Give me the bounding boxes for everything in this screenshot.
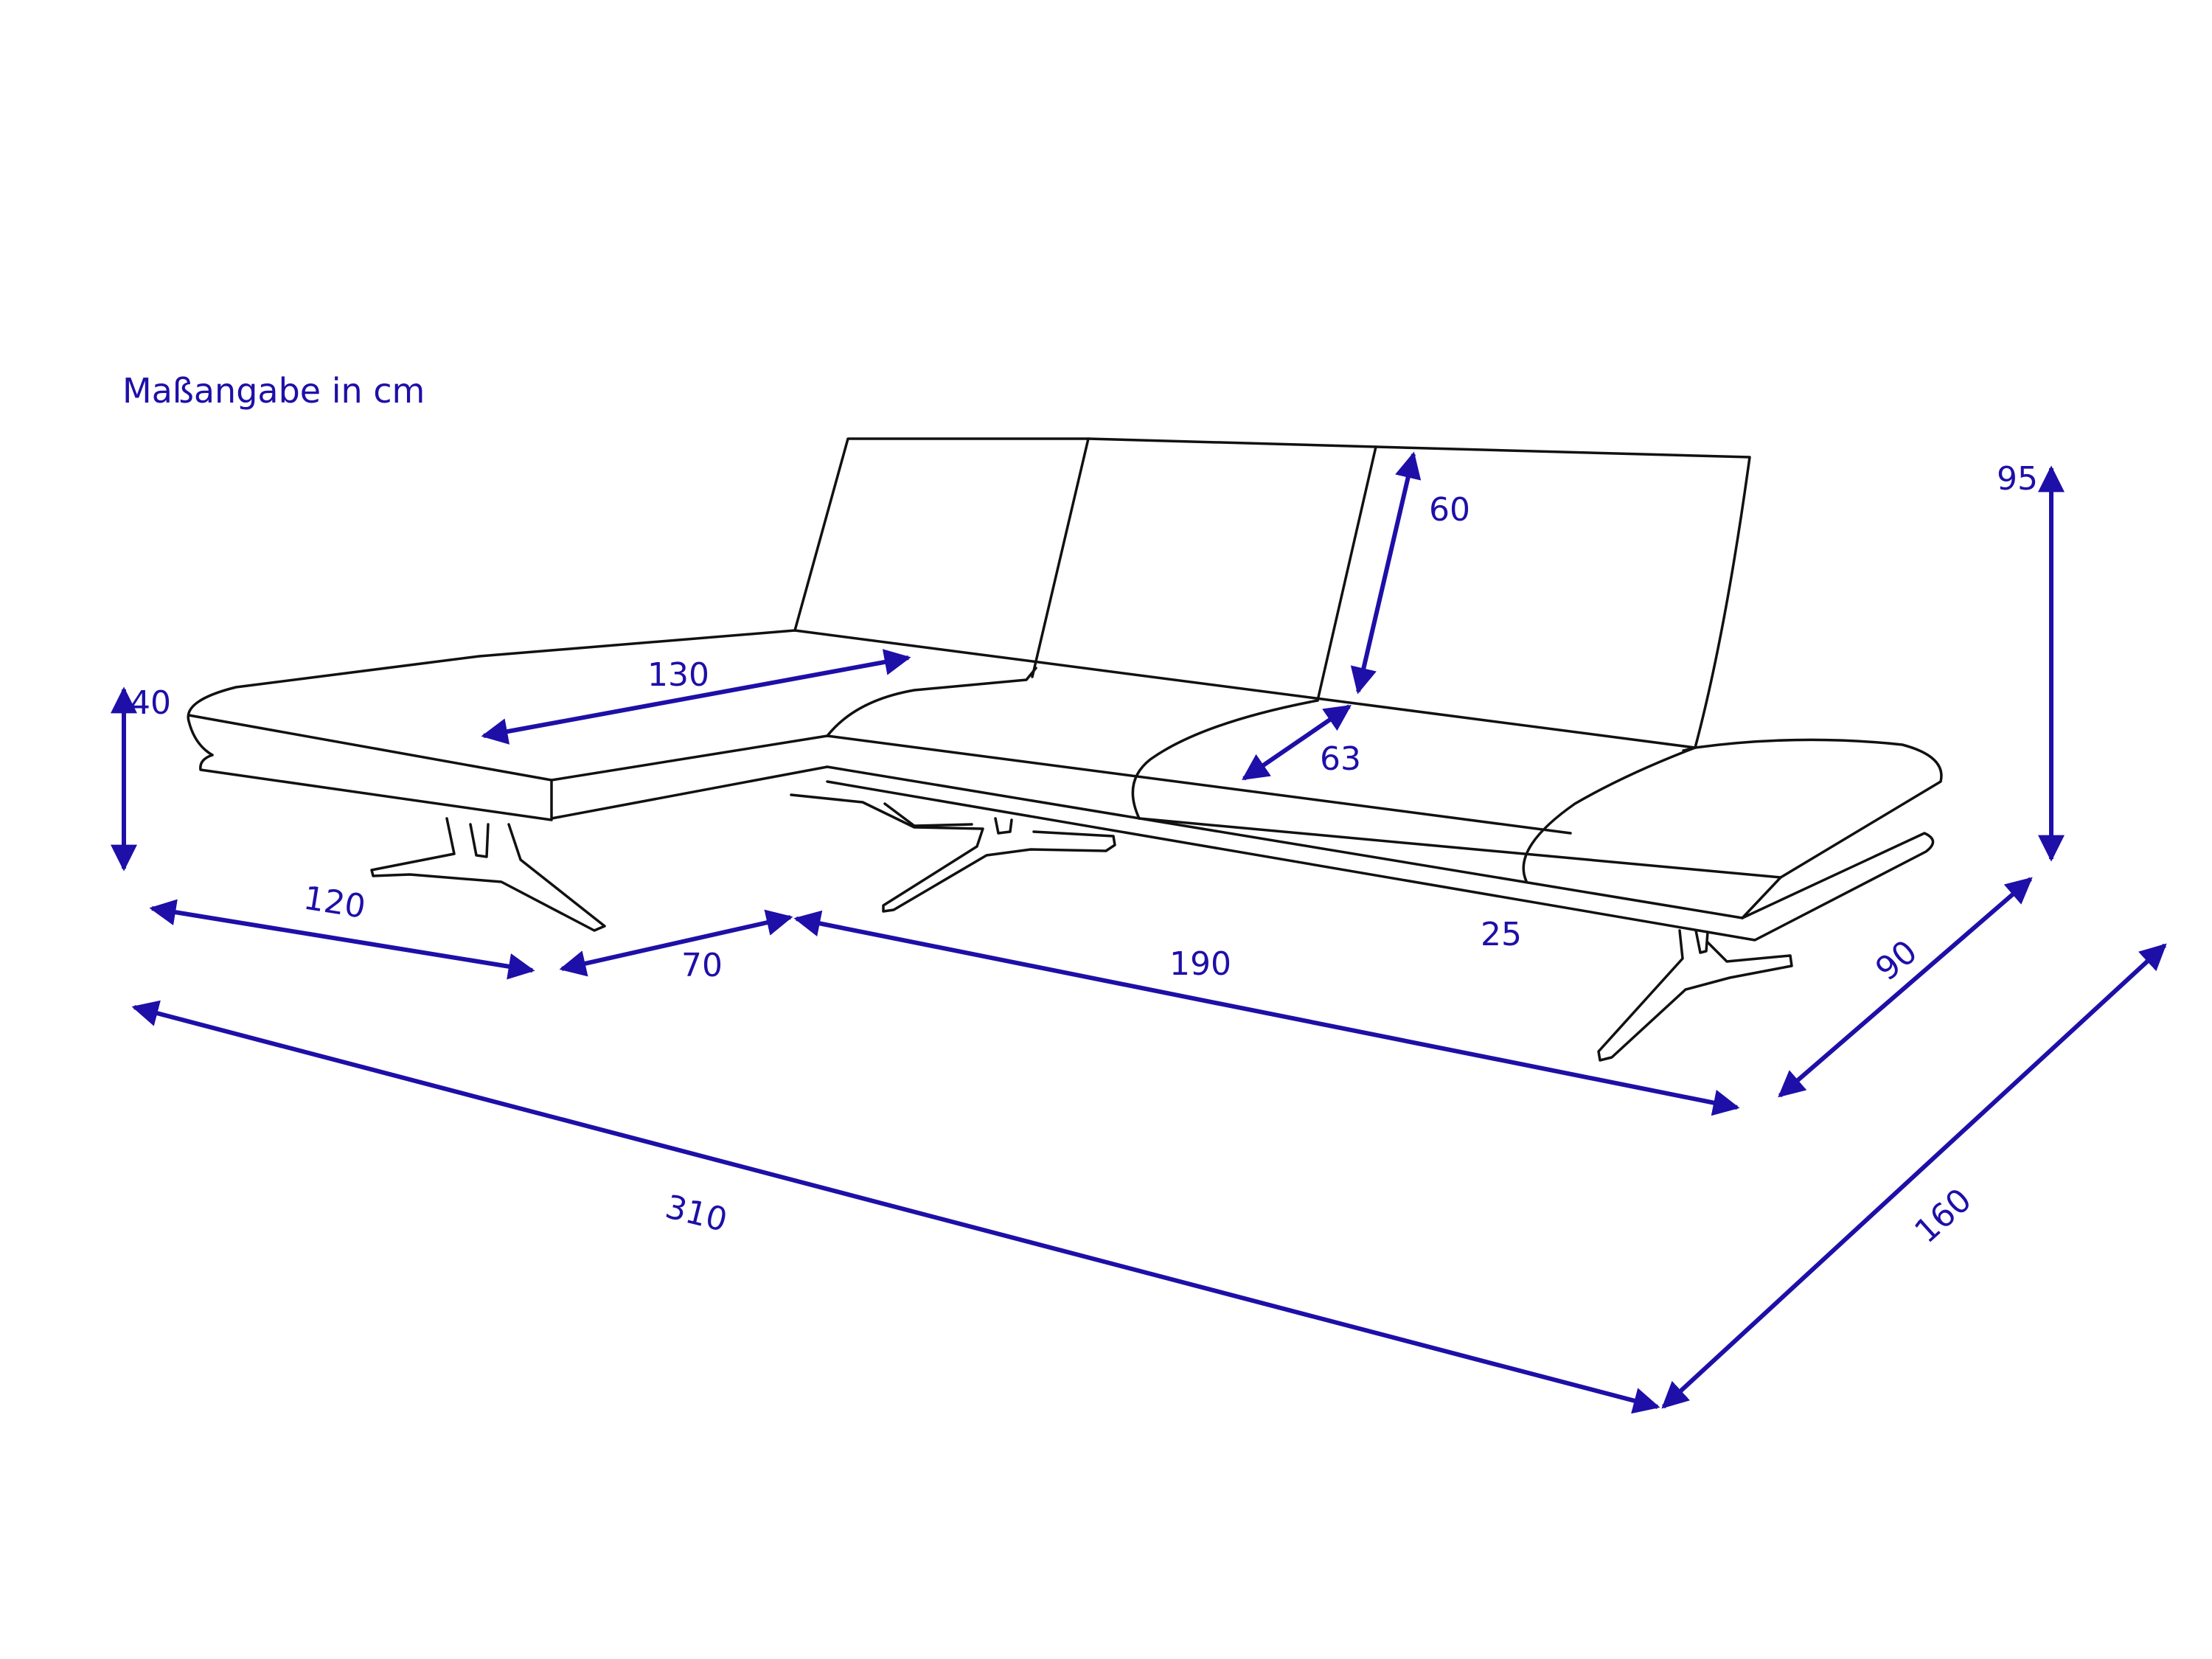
dim-70-arrow bbox=[559, 909, 793, 977]
backrest-left bbox=[793, 437, 1090, 678]
armrest-cushion bbox=[1522, 746, 1697, 883]
seat-front-edge bbox=[826, 734, 1572, 835]
dim-60-arrow bbox=[1350, 451, 1422, 695]
dim-90-arrow bbox=[1778, 877, 2033, 1098]
leg-right-inner bbox=[1694, 929, 1709, 954]
title-label: Maßangabe in cm bbox=[122, 371, 425, 411]
leg-middle-inner bbox=[883, 802, 973, 827]
middle-cushion bbox=[826, 667, 1037, 737]
leg-middle bbox=[790, 793, 1116, 913]
dimension-labels: 130 60 63 95 40 120 70 190 25 90 310 160 bbox=[130, 460, 2038, 1251]
chaise-seat-top bbox=[187, 629, 796, 757]
dim-120-arrow bbox=[149, 899, 535, 980]
armrest-top bbox=[1694, 738, 1943, 879]
dimension-lines bbox=[111, 451, 2167, 1414]
dim-130-arrow bbox=[481, 649, 911, 745]
leg-left-inner bbox=[469, 823, 490, 858]
dim-120-label: 120 bbox=[301, 879, 368, 926]
base-front-line bbox=[550, 765, 1744, 919]
dim-310-arrow bbox=[131, 1000, 1660, 1414]
right-cushion bbox=[1131, 699, 1319, 820]
dim-63-label: 63 bbox=[1320, 740, 1361, 778]
dim-130-label: 130 bbox=[647, 656, 709, 694]
dim-190-arrow bbox=[793, 910, 1740, 1116]
dim-160-label: 160 bbox=[1907, 1181, 1979, 1251]
dim-160-arrow bbox=[1661, 943, 2167, 1409]
backrest-right bbox=[1374, 445, 1751, 752]
dim-60-label: 60 bbox=[1429, 491, 1470, 529]
dim-95-label: 95 bbox=[1997, 460, 2038, 498]
dim-40-label: 40 bbox=[130, 684, 171, 722]
dim-70-label: 70 bbox=[681, 947, 723, 984]
leg-middle-inner2 bbox=[994, 817, 1013, 835]
seat-back-line bbox=[793, 629, 1697, 749]
chaise-front-edge bbox=[187, 714, 829, 782]
sofa-outline bbox=[187, 437, 1943, 1062]
dim-190-label: 190 bbox=[1169, 945, 1231, 983]
dim-63-arrow bbox=[1242, 704, 1352, 781]
right-base bbox=[826, 780, 1935, 942]
leg-right bbox=[1597, 929, 1793, 1062]
dim-310-label: 310 bbox=[661, 1188, 731, 1239]
dim-25-label: 25 bbox=[1481, 916, 1522, 953]
backrest-middle bbox=[1087, 437, 1377, 702]
chaise-base bbox=[199, 754, 553, 821]
leg-left bbox=[370, 817, 606, 932]
